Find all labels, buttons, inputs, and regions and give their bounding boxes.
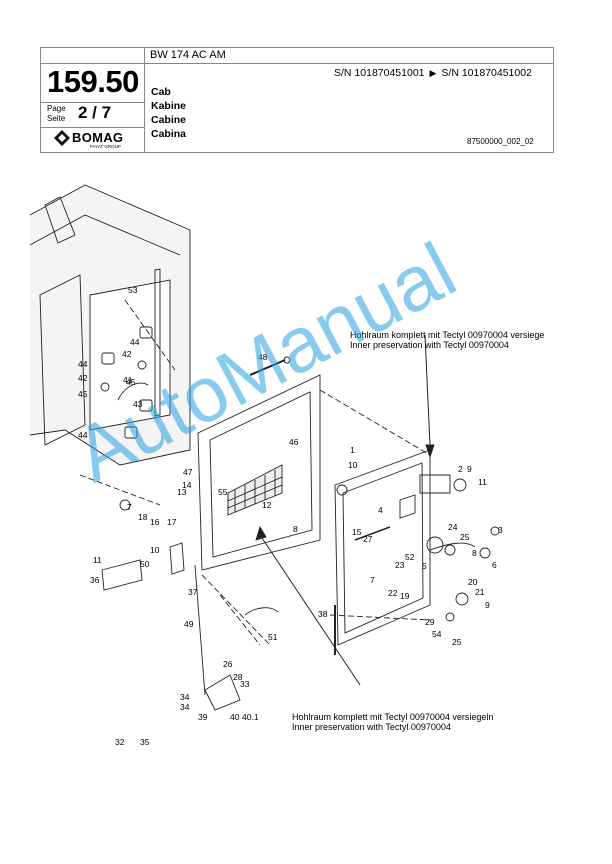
callout-7: 7	[370, 575, 375, 585]
callout-49: 49	[184, 619, 194, 629]
divider	[144, 48, 145, 152]
callout-54: 54	[432, 629, 442, 639]
callout-7: 7	[127, 502, 132, 512]
callout-8: 8	[472, 548, 477, 558]
title-de: Kabine	[151, 100, 187, 112]
callout-35: 35	[140, 737, 150, 747]
callout-45: 45	[126, 377, 136, 387]
callout-19: 19	[400, 591, 410, 601]
callout-43: 43	[133, 399, 143, 409]
title-en: Cab	[151, 86, 171, 98]
callout-40.1: 40.1	[242, 712, 259, 722]
page-label: Page	[47, 104, 66, 113]
callout-42: 42	[78, 373, 88, 383]
section-titles: Cab Kabine Cabine Cabina	[151, 85, 186, 141]
divider	[41, 63, 553, 64]
title-es: Cabina	[151, 128, 187, 140]
callout-55: 55	[218, 487, 228, 497]
callout-25: 25	[460, 532, 470, 542]
callout-8: 8	[293, 524, 298, 534]
callout-15: 15	[352, 527, 362, 537]
callout-14: 14	[182, 480, 192, 490]
callout-18: 18	[138, 512, 148, 522]
callout-36: 36	[90, 575, 100, 585]
callout-2: 2	[458, 464, 463, 474]
bomag-diamond-icon	[54, 130, 70, 146]
title-block: BW 174 AC AM 159.50 S/N 101870451001▶S/N…	[40, 47, 554, 153]
callout-10: 10	[150, 545, 160, 555]
note-top-de: Hohlraum komplett mit Tectyl 00970004 ve…	[350, 330, 544, 340]
callout-1: 1	[350, 445, 355, 455]
callout-11: 11	[478, 477, 487, 487]
callout-24: 24	[448, 522, 458, 532]
callout-11: 11	[93, 555, 102, 565]
callout-48: 48	[258, 352, 268, 362]
callout-45: 45	[78, 389, 88, 399]
logo-text: BOMAG	[72, 130, 124, 145]
serial-to: S/N 101870451002	[441, 67, 532, 79]
callout-25: 25	[452, 637, 462, 647]
serial-from: S/N 101870451001	[334, 67, 425, 79]
callout-33: 33	[240, 679, 250, 689]
note-top-en: Inner preservation with Tectyl 00970004	[350, 340, 509, 350]
title-fr: Cabine	[151, 114, 187, 126]
serial-range: S/N 101870451001 ▶ S/N 101870451002	[334, 67, 532, 79]
callout-28: 28	[233, 672, 243, 682]
callout-21: 21	[475, 587, 485, 597]
callout-50: 50	[140, 559, 150, 569]
callout-34: 34	[180, 702, 190, 712]
callout-44: 44	[78, 430, 88, 440]
divider	[41, 127, 145, 128]
model-name: BW 174 AC AM	[150, 49, 226, 61]
callout-46: 46	[289, 437, 299, 447]
callout-44: 44	[78, 359, 88, 369]
callout-20: 20	[468, 577, 478, 587]
callout-38: 38	[318, 609, 328, 619]
callout-32: 32	[115, 737, 125, 747]
bomag-logo: BOMAG FAYAT GROUP	[54, 130, 134, 150]
note-bottom-en: Inner preservation with Tectyl 00970004	[292, 722, 451, 732]
callout-51: 51	[268, 632, 278, 642]
callout-3: 3	[498, 525, 503, 535]
callout-47: 47	[183, 467, 193, 477]
page-labels: Page Seite	[47, 104, 66, 124]
callout-29: 29	[425, 617, 435, 627]
callout-13: 13	[177, 487, 187, 497]
drawing-number: 87500000_002_02	[467, 137, 534, 146]
callout-26: 26	[223, 659, 233, 669]
callout-34: 34	[180, 692, 190, 702]
arrow-right-icon: ▶	[429, 68, 437, 78]
callout-4: 4	[378, 505, 383, 515]
callout-52: 52	[405, 552, 415, 562]
callout-9: 9	[467, 464, 472, 474]
callout-42: 42	[122, 349, 132, 359]
callout-10: 10	[348, 460, 358, 470]
callout-5: 5	[422, 561, 427, 571]
callout-9: 9	[485, 600, 490, 610]
callout-44: 44	[130, 337, 140, 347]
exploded-parts-drawing: Hohlraum komplett mit Tectyl 00970004 ve…	[30, 184, 544, 747]
callout-23: 23	[395, 560, 405, 570]
seite-label: Seite	[47, 114, 66, 123]
callout-37: 37	[188, 587, 198, 597]
logo-subtext: FAYAT GROUP	[90, 144, 121, 149]
page-of: 2 / 7	[78, 103, 112, 122]
callout-12: 12	[262, 500, 272, 510]
callout-17: 17	[167, 517, 177, 527]
callout-27: 27	[363, 534, 373, 544]
page-number: 159.50	[47, 64, 139, 99]
callout-16: 16	[150, 517, 160, 527]
callout-40: 40	[230, 712, 240, 722]
callout-39: 39	[198, 712, 208, 722]
callout-22: 22	[388, 588, 398, 598]
callout-6: 6	[492, 560, 497, 570]
divider	[41, 102, 145, 103]
callout-41: 41	[123, 375, 133, 385]
callout-53: 53	[128, 285, 138, 295]
note-bottom-de: Hohlraum komplett mit Tectyl 00970004 ve…	[292, 712, 493, 722]
